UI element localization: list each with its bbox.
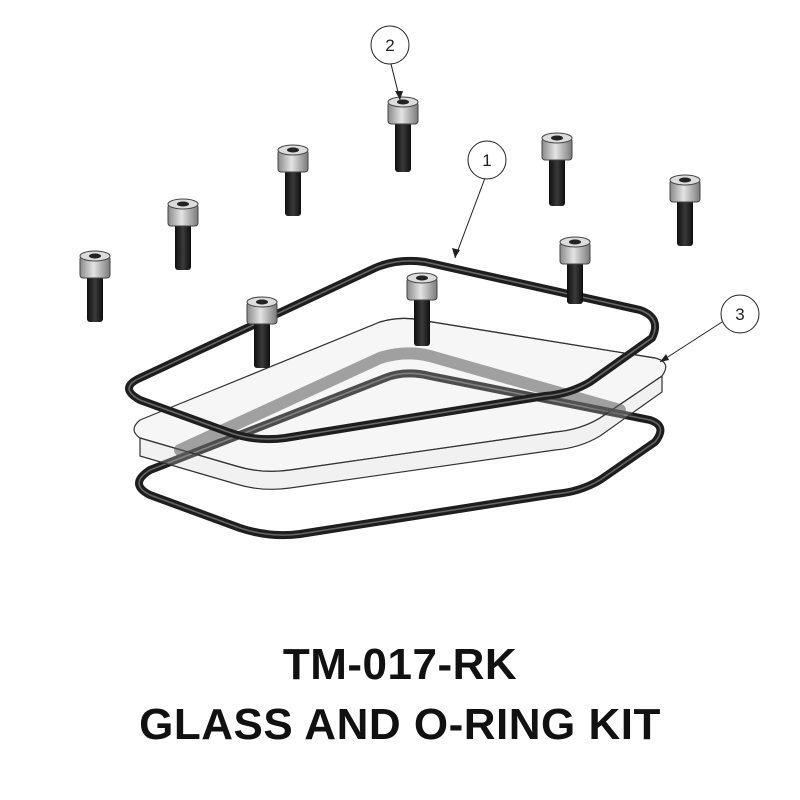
screw bbox=[541, 132, 573, 206]
callout-1: 1 bbox=[452, 140, 507, 259]
screw bbox=[559, 236, 591, 304]
kit-name-title: GLASS AND O-RING KIT bbox=[139, 700, 661, 749]
callout-1-label: 1 bbox=[482, 151, 491, 170]
screw bbox=[167, 198, 199, 270]
callout-3-label: 3 bbox=[735, 305, 744, 324]
callout-2-label: 2 bbox=[385, 36, 394, 55]
glass-pane bbox=[133, 317, 667, 490]
callout-3: 3 bbox=[659, 294, 760, 363]
screw bbox=[669, 174, 701, 246]
screw bbox=[246, 296, 278, 368]
screw bbox=[406, 272, 438, 346]
screw bbox=[387, 96, 419, 172]
screw bbox=[277, 144, 309, 216]
screw bbox=[79, 250, 111, 322]
glass-shadow-band bbox=[174, 347, 626, 456]
part-number-title: TM-017-RK bbox=[282, 640, 518, 689]
callout-2: 2 bbox=[370, 25, 410, 101]
screw-set bbox=[79, 96, 701, 368]
